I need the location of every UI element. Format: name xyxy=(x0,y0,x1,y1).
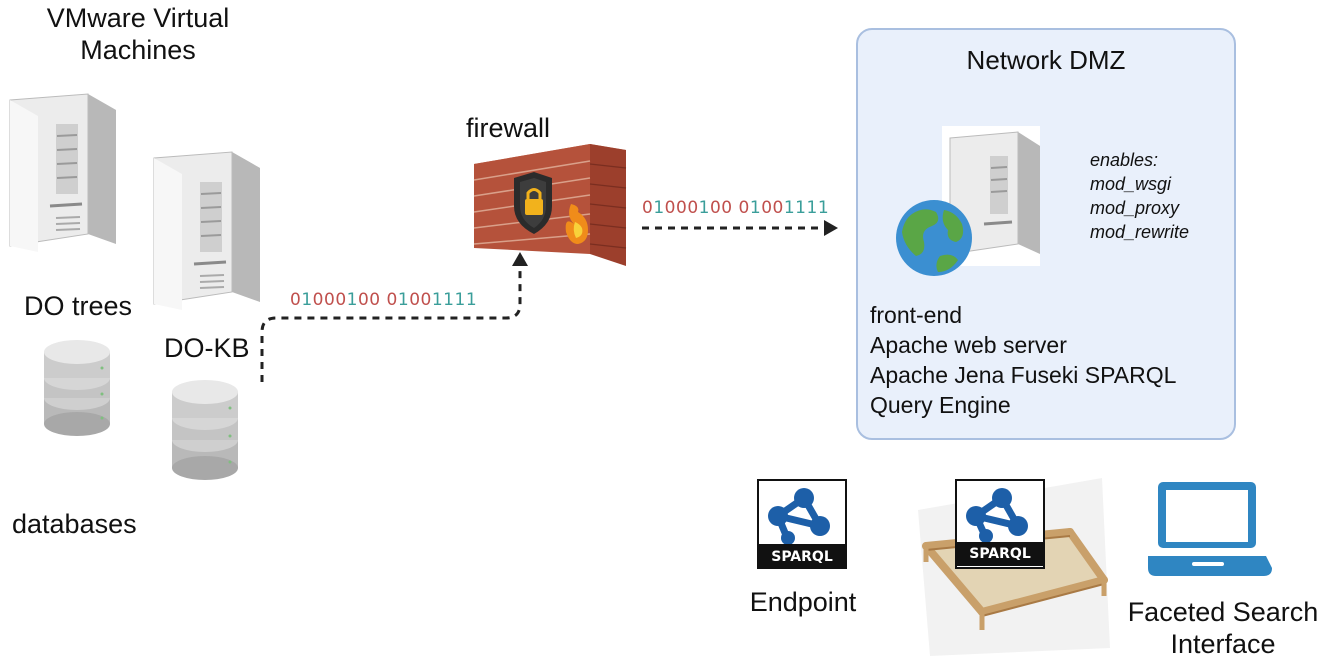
faceted-label-line-1: Faceted Search xyxy=(1127,597,1319,627)
server-tower-icon xyxy=(9,93,116,252)
description-line: Apache Jena Fuseki SPARQL xyxy=(870,362,1177,388)
description-line: Query Engine xyxy=(870,392,1011,418)
enables-item: mod_proxy xyxy=(1090,198,1180,218)
description-line: Apache web server xyxy=(870,332,1067,358)
laptop-icon xyxy=(1148,482,1272,576)
firewall-label: firewall xyxy=(466,113,551,143)
faceted-label-line-2: Interface xyxy=(1170,629,1276,659)
sparql-badge-label: SPARQL xyxy=(771,549,833,565)
sandbox-sparql-badge-label: SPARQL xyxy=(969,546,1031,562)
databases-label: databases xyxy=(12,509,137,539)
vm-title: VMware Virtual Machines xyxy=(0,2,276,66)
enables-item: mod_rewrite xyxy=(1090,222,1190,242)
firewall-brick-wall-icon xyxy=(473,144,627,266)
dmz-description: front-end Apache web server Apache Jena … xyxy=(870,300,1176,420)
web-server-icon xyxy=(896,126,1040,276)
vm-title-line-2: Machines xyxy=(80,35,196,65)
do-kb-label: DO-KB xyxy=(164,333,250,363)
vm-title-line-1: VMware Virtual xyxy=(46,3,230,33)
description-line: front-end xyxy=(870,302,963,328)
do-trees-label: DO trees xyxy=(24,291,133,321)
database-icon xyxy=(172,380,238,480)
binary-stream-left: 01000100 01001111 xyxy=(290,290,478,310)
enables-item: mod_wsgi xyxy=(1090,174,1172,194)
sparql-endpoint-icon xyxy=(757,479,847,569)
database-icon xyxy=(44,340,110,436)
enables-heading: enables: xyxy=(1090,150,1159,170)
faceted-search-label: Faceted Search Interface xyxy=(1108,596,1338,660)
sparql-sandbox-icon xyxy=(918,478,1110,656)
enables-list: enables: mod_wsgi mod_proxy mod_rewrite xyxy=(1090,148,1189,244)
dmz-title: Network DMZ xyxy=(966,45,1126,75)
endpoint-label: Endpoint xyxy=(749,587,857,617)
binary-stream-right: 01000100 01001111 xyxy=(642,198,830,218)
server-tower-icon xyxy=(153,151,260,310)
